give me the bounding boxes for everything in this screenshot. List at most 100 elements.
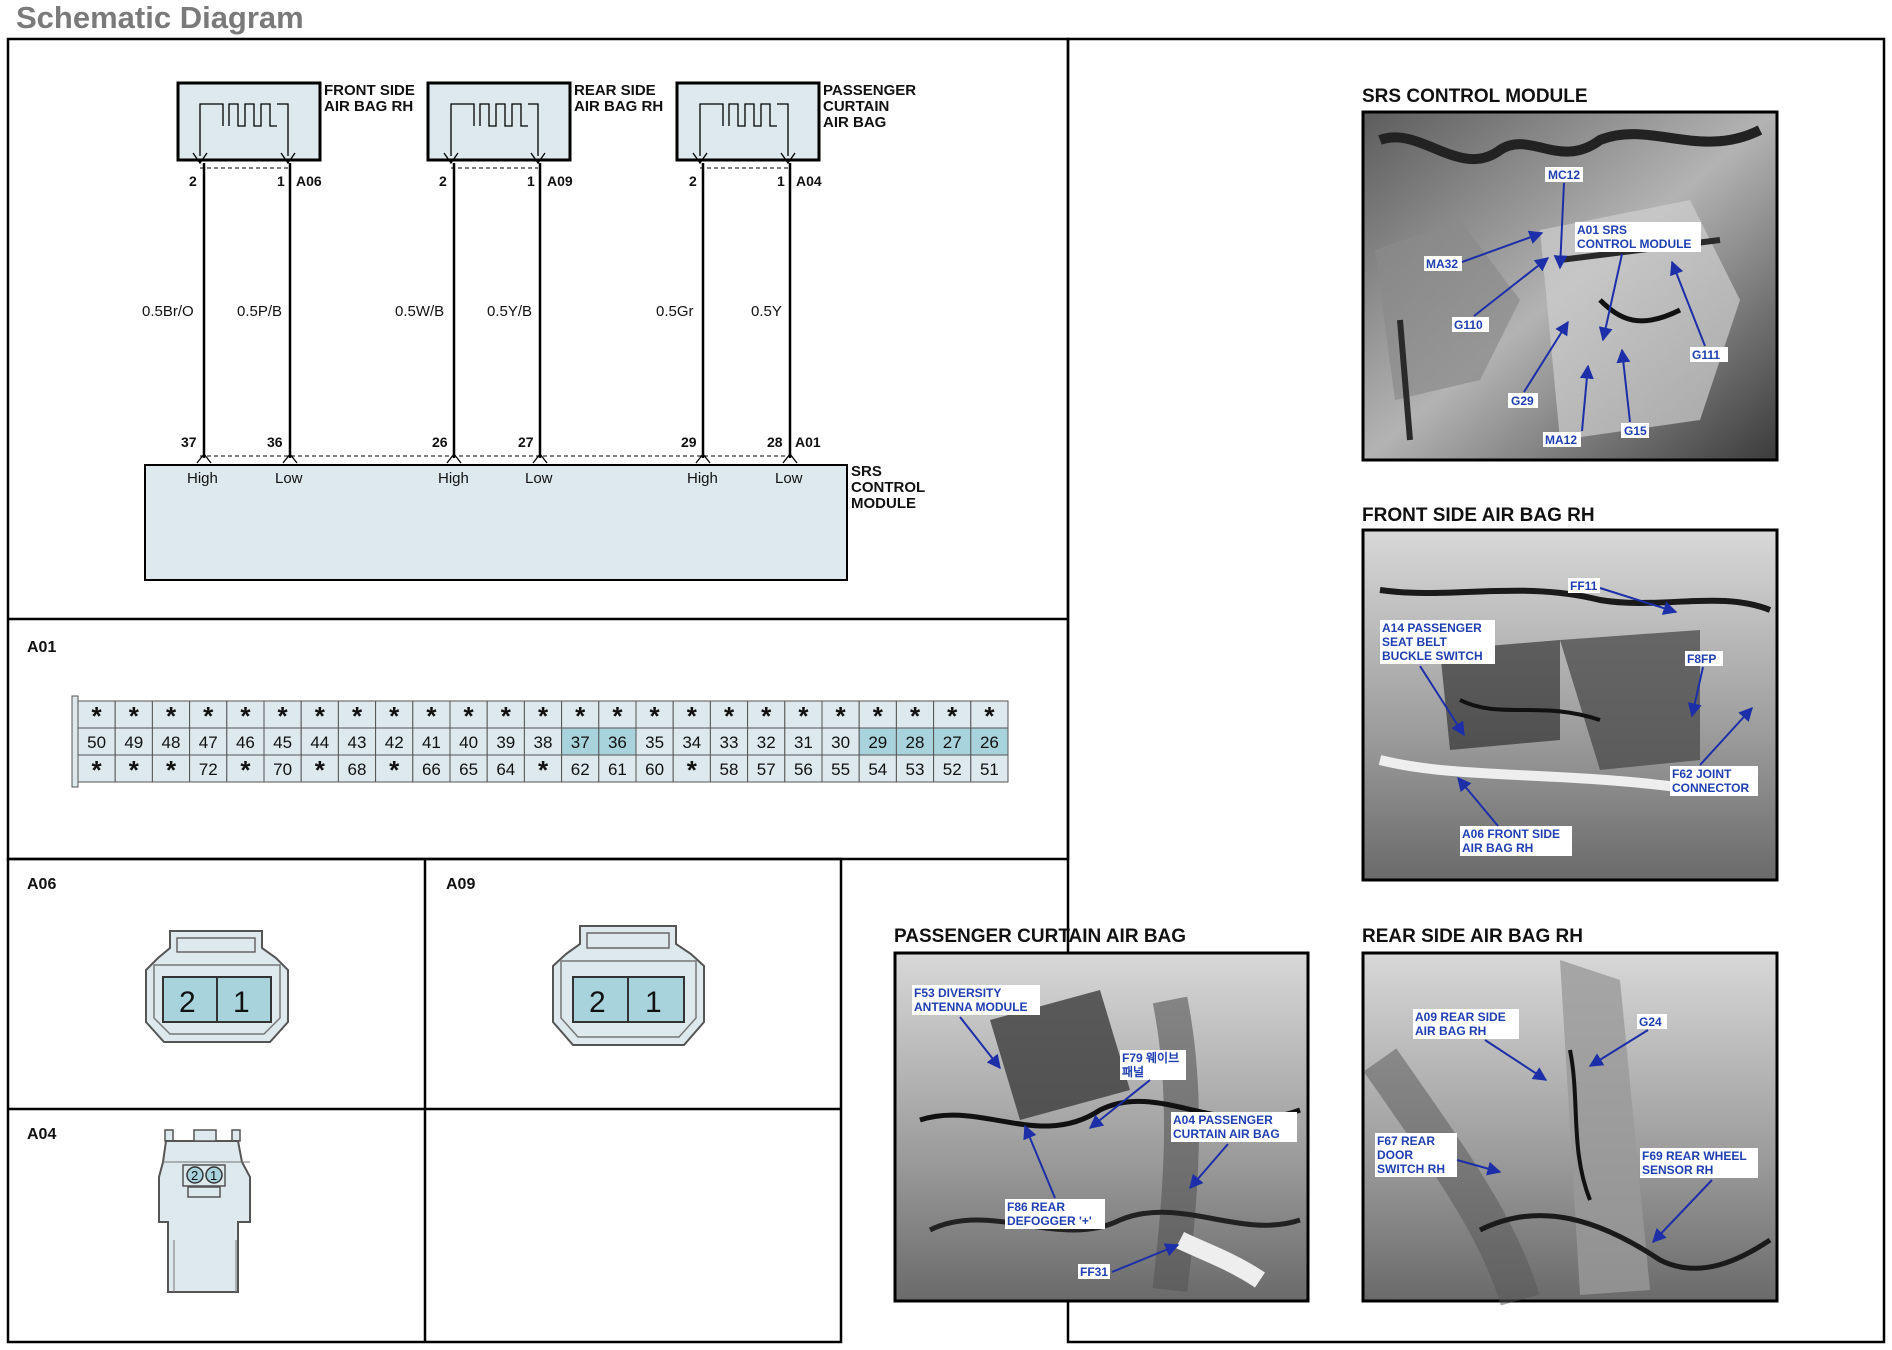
a09-face-label: A09: [446, 876, 475, 893]
callout: CONTROL MODULE: [1577, 237, 1691, 251]
a01-pin-label: *: [910, 701, 921, 731]
module-pin: 37: [181, 434, 197, 450]
a01-pin-label: *: [278, 701, 289, 731]
a01-pin-label: *: [575, 701, 586, 731]
a01-pin-label: *: [464, 701, 475, 731]
srs-control-module-photo: [1361, 110, 1779, 462]
rear-side-airbag-box: [426, 81, 572, 165]
srs-control-module-box: [144, 464, 848, 581]
callout: F67 REAR: [1377, 1134, 1435, 1148]
srs-module-label-1: SRS: [851, 463, 882, 480]
pin-1-a04: 1: [777, 173, 785, 189]
front-side-airbag-label-1: FRONT SIDE: [324, 82, 415, 99]
wires: [202, 163, 792, 458]
a01-pin-cell: [375, 727, 414, 756]
a01-pin-label: 70: [273, 760, 292, 779]
rear-side-airbag-label-2: AIR BAG RH: [574, 98, 663, 115]
callout: G29: [1511, 394, 1534, 408]
page-title: Schematic Diagram: [16, 0, 304, 35]
a01-pin-cell: [114, 700, 153, 729]
a09-pin-1: 1: [645, 986, 662, 1019]
a04-connector-label: A04: [796, 173, 822, 189]
a01-pin-cell: [523, 700, 563, 729]
callout: A09 REAR SIDE: [1415, 1010, 1506, 1024]
a01-pin-label: *: [426, 701, 437, 731]
a01-pin-cell: [226, 727, 265, 756]
a01-flange: [71, 695, 79, 788]
a01-pin-cell: [412, 754, 451, 783]
a01-pinout-label: A01: [27, 639, 56, 656]
a01-pin-label: *: [203, 701, 214, 731]
curtain-airbag-label-3: AIR BAG: [823, 114, 886, 131]
a01-pin-cell: [784, 700, 823, 729]
curtain-airbag-label-2: CURTAIN: [823, 98, 889, 115]
a01-pin-cell: [449, 700, 488, 729]
signal-label: Low: [775, 470, 803, 487]
a01-pin-label: *: [129, 755, 140, 785]
a01-pin-label: *: [836, 701, 847, 731]
a01-pin-label: 61: [608, 760, 627, 779]
a01-pin-cell: [300, 754, 339, 783]
callout: DEFOGGER '+': [1007, 1214, 1092, 1228]
a01-pin-cell: [635, 754, 674, 783]
a01-pin-label: *: [389, 755, 400, 785]
callout: CONNECTOR: [1672, 781, 1749, 795]
module-pin: 26: [432, 434, 448, 450]
callout: SENSOR RH: [1642, 1163, 1713, 1177]
a01-pin-cell: [114, 727, 153, 756]
a04-face-label: A04: [27, 1126, 56, 1143]
module-pin: 36: [267, 434, 283, 450]
callout: MA12: [1545, 433, 1577, 447]
a01-pin-label: 65: [459, 760, 478, 779]
signal-label: High: [438, 470, 469, 487]
a09-pin-2: 2: [589, 986, 606, 1019]
wire-label: 0.5W/B: [395, 303, 444, 320]
a01-pin-label: 64: [496, 760, 515, 779]
a01-pin-label: 41: [422, 733, 441, 752]
wire-label: 0.5Br/O: [142, 303, 194, 320]
a01-pin-cell: [151, 754, 191, 783]
a01-pin-cell: [77, 754, 116, 783]
a01-pin-label: *: [166, 701, 177, 731]
callout: F62 JOINT: [1672, 767, 1732, 781]
a01-pin-cell: [709, 754, 749, 783]
rear-photo-callouts: A09 REAR SIDE AIR BAG RH G24 F67 REAR DO…: [1375, 1009, 1758, 1244]
a01-pin-label: 27: [943, 733, 962, 752]
a01-pin-label: 48: [162, 733, 181, 752]
wire-label: 0.5Gr: [656, 303, 694, 320]
a01-pin-label: 39: [496, 733, 515, 752]
front-side-airbag-box: [176, 81, 322, 165]
a01-pin-label: 46: [236, 733, 255, 752]
a04-pin-1: 1: [210, 1168, 217, 1183]
a01-pin-label: 30: [831, 733, 850, 752]
a01-pin-label: 47: [199, 733, 218, 752]
a01-pin-label: *: [984, 701, 995, 731]
callout: G110: [1454, 318, 1483, 332]
connector-dashes: [200, 167, 788, 457]
signal-label: High: [187, 470, 218, 487]
a01-pin-label: 72: [199, 760, 218, 779]
a06-face-label: A06: [27, 876, 56, 893]
a01-pin-cell: [821, 727, 860, 756]
callout: 패널: [1122, 1064, 1144, 1079]
a01-pin-cell: [449, 727, 488, 756]
callout: SEAT BELT: [1382, 635, 1448, 649]
module-pin: 28: [767, 434, 783, 450]
a01-pin-label: 52: [943, 760, 962, 779]
a01-pin-cell: [375, 754, 414, 783]
srs-module-label-2: CONTROL: [851, 479, 925, 496]
pin-2-a04: 2: [689, 173, 697, 189]
callout: A14 PASSENGER: [1382, 621, 1482, 635]
a01-pin-label: *: [798, 701, 809, 731]
a01-pin-label: 50: [87, 733, 106, 752]
a01-pin-label: 38: [534, 733, 553, 752]
a06-pin-2: 2: [179, 986, 196, 1019]
curtain-photo-title: PASSENGER CURTAIN AIR BAG: [894, 926, 1186, 947]
a01-pin-cell: [598, 727, 637, 756]
a01-pin-cell: [337, 754, 377, 783]
a01-pin-label: 35: [645, 733, 664, 752]
callout: A01 SRS: [1577, 223, 1627, 237]
a01-pin-label: *: [538, 701, 549, 731]
a01-pin-label: *: [315, 701, 326, 731]
callout: ANTENNA MODULE: [914, 1000, 1028, 1014]
